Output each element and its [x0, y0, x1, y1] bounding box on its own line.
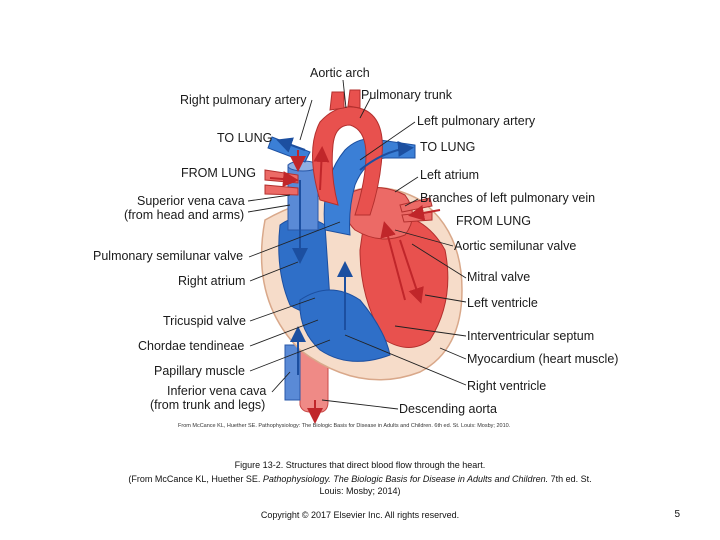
label-tricuspid-valve: Tricuspid valve	[163, 314, 246, 328]
label-superior-vena-cava-source: (from head and arms)	[124, 208, 245, 222]
label-from-lung-left: FROM LUNG	[181, 166, 256, 180]
label-aortic-arch: Aortic arch	[310, 66, 370, 80]
caption-citation-suffix: 7th ed. St.	[548, 474, 592, 484]
label-chordae-tendineae: Chordae tendineae	[138, 339, 245, 353]
aortic-arch-shape	[312, 106, 383, 216]
label-right-ventricle: Right ventricle	[467, 379, 547, 393]
label-interventricular-septum: Interventricular septum	[467, 329, 595, 343]
page-number: 5	[674, 509, 680, 520]
label-superior-vena-cava: Superior vena cava	[137, 194, 245, 208]
copyright-footer: Copyright © 2017 Elsevier Inc. All right…	[260, 510, 460, 520]
caption-citation-line-3: Louis: Mosby; 2014)	[319, 486, 401, 496]
left-ventricle-shape	[359, 212, 449, 348]
label-left-ventricle: Left ventricle	[467, 296, 538, 310]
label-mitral-valve: Mitral valve	[467, 270, 531, 284]
label-right-pulmonary-artery: Right pulmonary artery	[180, 93, 307, 107]
label-pulmonary-trunk: Pulmonary trunk	[361, 88, 453, 102]
label-pulmonary-semilunar-valve: Pulmonary semilunar valve	[93, 249, 244, 263]
caption-citation-prefix: (From McCance KL, Huether SE.	[128, 474, 263, 484]
figure-credit: From McCance KL, Huether SE. Pathophysio…	[178, 423, 511, 429]
label-to-lung-right: TO LUNG	[420, 140, 476, 154]
label-from-lung-right: FROM LUNG	[456, 214, 531, 228]
label-inferior-vena-cava: Inferior vena cava	[167, 384, 267, 398]
label-aortic-semilunar-valve: Aortic semilunar valve	[454, 239, 577, 253]
label-right-atrium: Right atrium	[178, 274, 246, 288]
caption-citation: (From McCance KL, Huether SE. Pathophysi…	[90, 473, 630, 497]
label-left-pulmonary-artery: Left pulmonary artery	[417, 114, 536, 128]
label-papillary-muscle: Papillary muscle	[154, 364, 246, 378]
label-myocardium: Myocardium (heart muscle)	[467, 352, 619, 366]
caption-citation-title: Pathophysiology. The Biologic Basis for …	[262, 474, 549, 484]
label-inferior-vena-cava-source: (from trunk and legs)	[150, 398, 266, 412]
label-left-atrium: Left atrium	[420, 168, 480, 182]
leader-lines	[247, 79, 467, 410]
label-to-lung-left: TO LUNG	[217, 131, 273, 145]
label-descending-aorta: Descending aorta	[399, 402, 497, 416]
label-branches-left-pulmonary-vein: Branches of left pulmonary vein	[420, 191, 596, 205]
caption-line-1: Figure 13-2. Structures that direct bloo…	[234, 460, 486, 470]
